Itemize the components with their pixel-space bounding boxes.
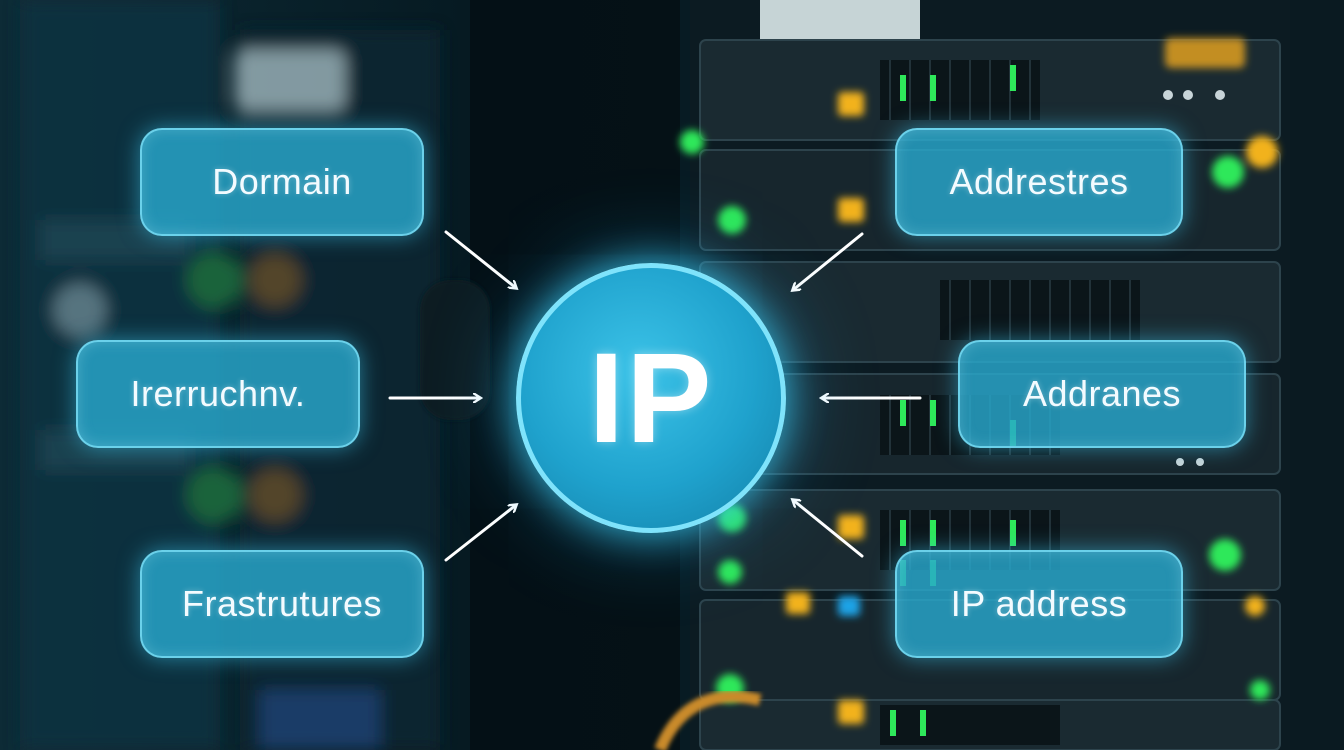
ip-hub-circle: IP [516, 263, 786, 533]
node-ip-address: IP address [895, 550, 1183, 658]
node-addrestres: Addrestres [895, 128, 1183, 236]
node-domain: Dormain [140, 128, 424, 236]
node-frastrutures: Frastrutures [140, 550, 424, 658]
connector-arrows [388, 230, 922, 562]
node-infrastructure: Irerruchnv. [76, 340, 360, 448]
ip-hub-label: IP [588, 326, 714, 470]
node-addranes: Addranes [958, 340, 1246, 448]
